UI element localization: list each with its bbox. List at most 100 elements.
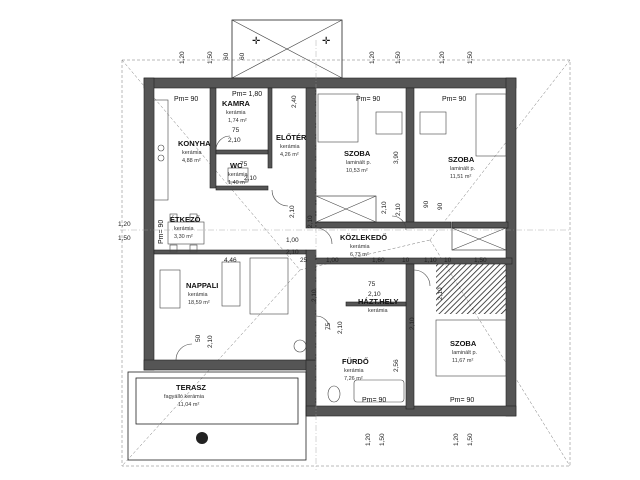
roof-ridge: [429, 239, 571, 467]
svg-text:2,40: 2,40: [291, 95, 298, 108]
bed: [475, 93, 507, 157]
svg-text:1,50: 1,50: [379, 433, 386, 446]
parapet-label: Pm= 1,80: [232, 91, 262, 98]
parapet-label: Pm= 90: [174, 96, 198, 103]
svg-text:60: 60: [223, 52, 230, 60]
exterior-walls: [143, 77, 517, 417]
vertical-dimensions: 2,40 3,90 2,10 2,10 90 2,10 90 2,10: [289, 95, 444, 300]
svg-text:ELŐTÉR: ELŐTÉR: [276, 133, 307, 142]
left-dimension: 1,50: [118, 235, 131, 242]
svg-text:1,50: 1,50: [395, 51, 402, 64]
svg-text:1,20: 1,20: [453, 433, 460, 446]
north-arrow-icon: ✛: [252, 36, 260, 47]
column-marker: [196, 432, 208, 444]
svg-text:2,10: 2,10: [395, 203, 402, 216]
svg-text:1,40 m²: 1,40 m²: [228, 180, 247, 186]
door-dimension: 75: [232, 127, 240, 134]
svg-text:1,20: 1,20: [439, 51, 446, 64]
svg-text:KÖZLEKEDŐ: KÖZLEKEDŐ: [340, 233, 387, 242]
svg-text:laminált p.: laminált p.: [346, 160, 372, 166]
room-terasz: TERASZ fagyálló kerámia 11,04 m²: [164, 383, 206, 408]
bathtub: [353, 379, 405, 403]
bed: [317, 93, 359, 143]
svg-text:25: 25: [300, 257, 308, 264]
opening-dimension: 2,10: [286, 249, 299, 256]
room-wc: WC kerámia 1,40 m²: [228, 161, 249, 186]
door-dimension: 2,56: [393, 359, 400, 372]
room-haztartasi-helyiseg: HÁZT.HELY kerámia: [358, 297, 399, 314]
svg-text:1,20: 1,20: [365, 433, 372, 446]
svg-text:laminált p.: laminált p.: [452, 350, 478, 356]
svg-text:laminált p.: laminált p.: [450, 166, 476, 172]
svg-text:60: 60: [239, 52, 246, 60]
svg-text:4,26 m²: 4,26 m²: [280, 152, 299, 158]
svg-text:10: 10: [444, 257, 452, 264]
svg-text:SZOBA: SZOBA: [450, 339, 477, 348]
svg-text:3,90: 3,90: [393, 151, 400, 164]
axis-lines: [120, 40, 570, 470]
svg-text:1,00: 1,00: [326, 257, 339, 264]
svg-text:1,50: 1,50: [467, 51, 474, 64]
interior-walls: [153, 87, 513, 410]
svg-text:SZOBA: SZOBA: [344, 149, 371, 158]
bottom-dimensions: 1,20 1,50 1,20 1,50: [365, 433, 474, 446]
svg-text:kerámia: kerámia: [182, 150, 203, 156]
parapet-label: Pm= 90: [450, 397, 474, 404]
svg-text:2,10: 2,10: [437, 287, 444, 300]
svg-text:SZOBA: SZOBA: [448, 155, 475, 164]
svg-text:KONYHA: KONYHA: [178, 139, 211, 148]
svg-text:HÁZT.HELY: HÁZT.HELY: [358, 297, 399, 306]
sofa: [249, 257, 289, 315]
door-dimension: 2,10: [409, 317, 416, 330]
svg-text:1,50: 1,50: [207, 51, 214, 64]
svg-text:FÜRDŐ: FÜRDŐ: [342, 357, 369, 366]
room-konyha: KONYHA kerámia 4,88 m²: [178, 139, 211, 164]
door-dimension: 2,10: [307, 215, 314, 228]
north-arrow-icon: ✛: [322, 36, 330, 47]
svg-text:18,59 m²: 18,59 m²: [188, 300, 210, 306]
svg-text:7,26 m²: 7,26 m²: [344, 376, 363, 382]
svg-text:6,73 m²: 6,73 m²: [350, 252, 369, 258]
svg-text:90: 90: [423, 200, 430, 208]
parapet-label: Pm= 90: [356, 96, 380, 103]
svg-text:kerámia: kerámia: [368, 308, 389, 314]
row-dimensions: 4,46 25 1,00 1,60 10 1,10 10 1,50: [224, 257, 487, 264]
door-dimension: 2,10: [337, 321, 344, 334]
toilet: [327, 385, 341, 403]
room-szoba-1: SZOBA laminált p. 10,53 m²: [344, 149, 372, 174]
svg-text:kerámia: kerámia: [226, 110, 247, 116]
door-dimension: 75: [240, 161, 248, 168]
svg-text:10,53 m²: 10,53 m²: [346, 168, 368, 174]
svg-text:1,20: 1,20: [369, 51, 376, 64]
svg-text:TERASZ: TERASZ: [176, 383, 206, 392]
round-fixture: [293, 339, 307, 353]
svg-text:1,50: 1,50: [474, 257, 487, 264]
svg-text:ÉTKEZŐ: ÉTKEZŐ: [170, 215, 201, 224]
desk: [375, 111, 403, 135]
parapet-label: Pm= 90: [362, 397, 386, 404]
parapet-label: Pm= 90: [442, 96, 466, 103]
desk: [419, 111, 447, 135]
svg-text:WC: WC: [230, 161, 243, 170]
svg-text:11,67 m²: 11,67 m²: [452, 358, 473, 364]
door-dimension: 75: [325, 322, 332, 330]
roof-ridge: [429, 59, 571, 241]
roof-ridge: [299, 239, 431, 271]
room-kozlekedo: KÖZLEKEDŐ kerámia 6,73 m²: [340, 233, 387, 258]
terrace-slab: [135, 377, 299, 425]
room-szoba-2: SZOBA laminált p. 11,51 m²: [448, 155, 476, 180]
top-dimensions: 1,20 1,50 60 60 1,20 1,50 1,20 1,50: [179, 51, 474, 64]
svg-text:kerámia: kerámia: [344, 368, 365, 374]
left-dimension: 1,20: [118, 221, 131, 228]
svg-text:1,60: 1,60: [372, 257, 385, 264]
room-nappali: NAPPALI kerámia 18,59 m²: [186, 281, 218, 306]
svg-text:11,04 m²: 11,04 m²: [178, 402, 199, 408]
door-swings: [175, 135, 431, 361]
wardrobe: [451, 227, 507, 251]
door-dimension: 2,10: [244, 175, 257, 182]
wc-fixture: [227, 167, 249, 183]
svg-text:2,10: 2,10: [289, 205, 296, 218]
door-dimension: 75: [368, 281, 376, 288]
svg-text:NAPPALI: NAPPALI: [186, 281, 218, 290]
opening-dimension: 1,00: [286, 237, 299, 244]
